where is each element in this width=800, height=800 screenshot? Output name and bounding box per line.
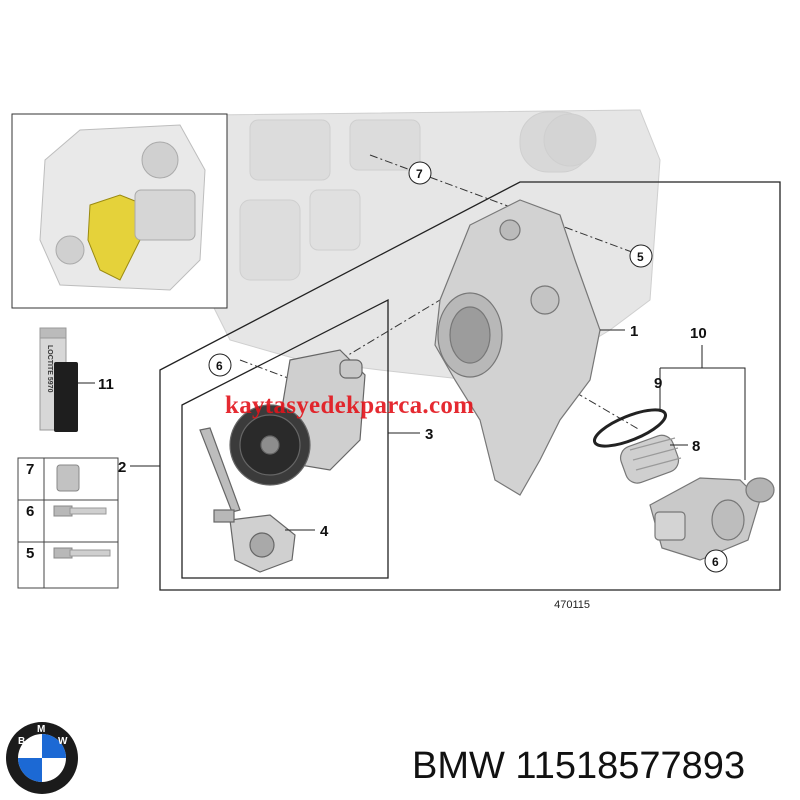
- callout-2: 2: [118, 459, 126, 476]
- bolt-6-icon: [53, 505, 107, 517]
- leader-lines: [78, 329, 746, 531]
- thermostat-housing-1: [434, 199, 601, 496]
- seal-ring-9: [592, 408, 668, 448]
- part-number-title: BMW 11518577893: [412, 745, 746, 787]
- outlet-housing-10: [649, 477, 775, 561]
- callout-4: 4: [320, 523, 329, 540]
- sealant-tube-label: LOCTITE 5970: [46, 345, 53, 393]
- callout-9: 9: [654, 375, 662, 392]
- circled-callout-6-pump: 6: [208, 353, 232, 377]
- actuator-4: [199, 427, 296, 573]
- figure-id: 470115: [554, 599, 590, 611]
- thermostat-8: [619, 434, 682, 484]
- logo-letter-w: W: [58, 736, 68, 747]
- logo-letter-b: B: [18, 736, 25, 747]
- svg-text:7: 7: [416, 167, 423, 181]
- table-label-5: 5: [26, 545, 34, 562]
- callout-8: 8: [692, 438, 700, 455]
- svg-text:5: 5: [637, 250, 644, 264]
- circled-callout-6-outlet: 6: [704, 549, 728, 573]
- callout-10: 10: [690, 325, 707, 342]
- callout-3: 3: [425, 426, 433, 443]
- svg-text:6: 6: [216, 359, 223, 373]
- assembly-bracket-2: [159, 181, 781, 591]
- sealant-tube-11: LOCTITE 5970: [39, 327, 78, 432]
- logo-letter-m: M: [37, 724, 45, 735]
- bmw-logo: B M W: [4, 718, 80, 800]
- side-parts-table: 7 6 5: [17, 457, 119, 589]
- assembly-bracket-3: [181, 298, 389, 579]
- bolt-5-icon: [53, 547, 111, 559]
- callout-11: 11: [98, 376, 114, 393]
- table-label-7: 7: [26, 461, 34, 478]
- watermark: kaytasyedekparca.com: [225, 392, 475, 419]
- svg-text:6: 6: [712, 555, 719, 569]
- circled-callout-5: 5: [629, 244, 653, 268]
- circled-callout-7: 7: [408, 161, 432, 185]
- water-pump-3: [229, 349, 366, 486]
- engine-overview-inset: [11, 113, 228, 309]
- table-label-6: 6: [26, 503, 34, 520]
- callout-1: 1: [630, 323, 638, 340]
- sleeve-icon: [56, 464, 80, 492]
